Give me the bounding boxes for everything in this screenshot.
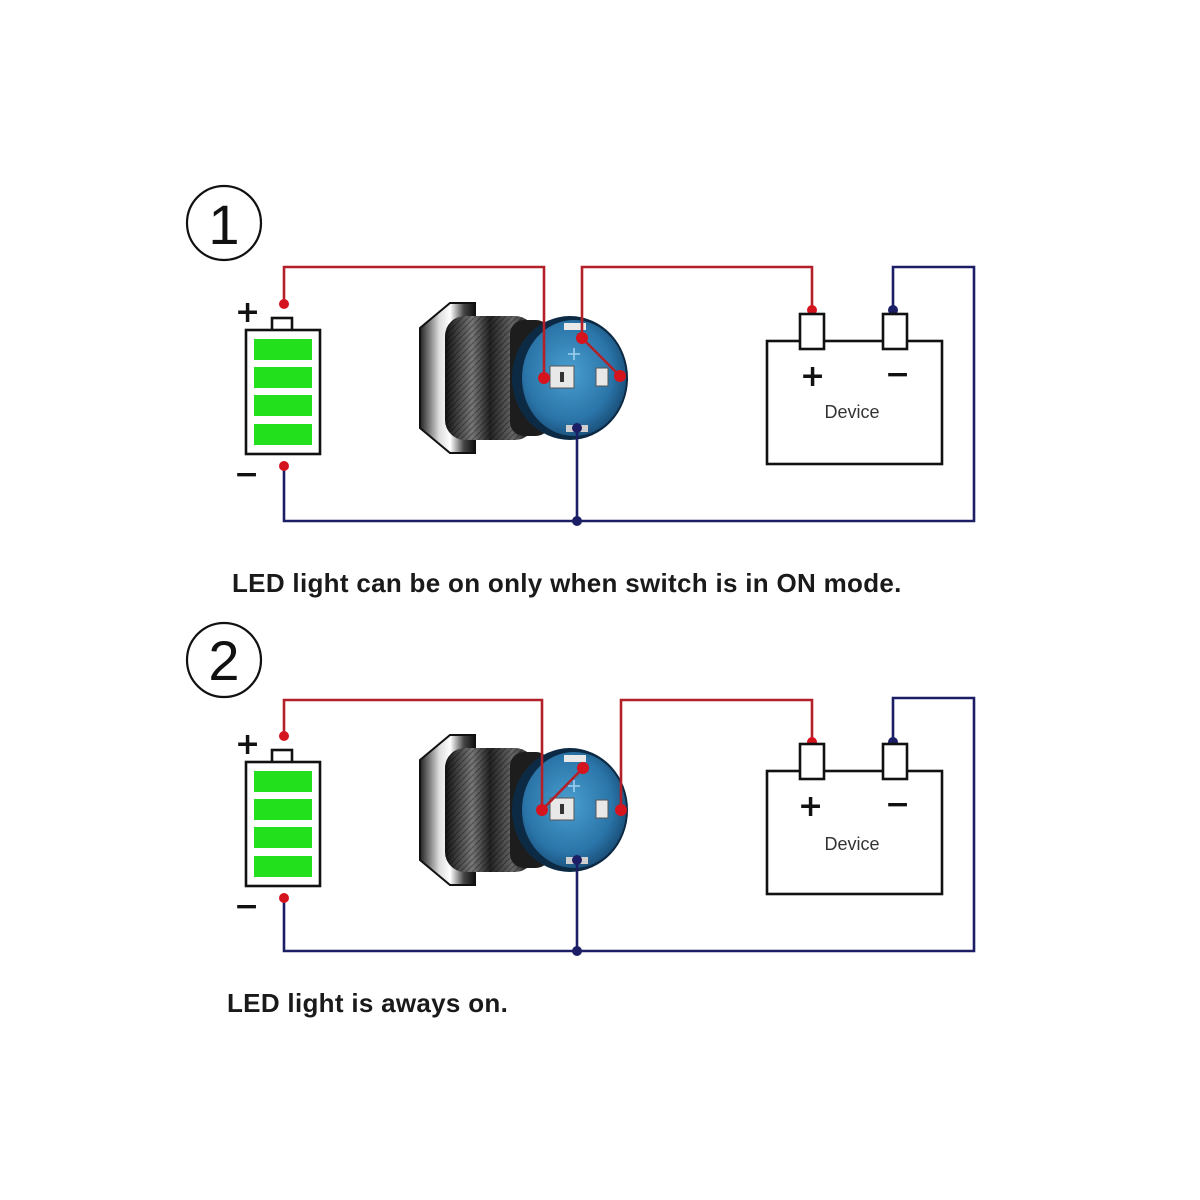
circuit-2-caption: LED light is aways on.	[227, 988, 509, 1018]
battery-cell	[254, 856, 312, 877]
battery-plus-label: +	[235, 727, 260, 762]
battery-cell	[254, 339, 312, 360]
battery-cell	[254, 395, 312, 416]
svg-text:1: 1	[208, 193, 239, 256]
battery-icon: + −	[234, 727, 322, 924]
device-minus-label: −	[885, 357, 910, 392]
svg-text:2: 2	[208, 629, 239, 692]
device-plus-label: +	[798, 789, 823, 824]
circuit-1-caption: LED light can be on only when switch is …	[232, 568, 902, 598]
battery-cell	[254, 799, 312, 820]
circuit-number-2: 2	[185, 621, 263, 699]
device-label: Device	[824, 834, 879, 854]
battery-cell	[254, 771, 312, 792]
battery-cell	[254, 827, 312, 848]
device-plus-label: +	[800, 359, 825, 394]
battery-minus-label: −	[234, 889, 259, 924]
device-box: + − Device	[765, 742, 944, 896]
led-switch-icon	[419, 302, 629, 454]
battery-minus-label: −	[234, 457, 259, 492]
circuit-number-1: 1	[185, 184, 263, 262]
led-switch-icon	[419, 734, 629, 886]
device-box: + − Device	[765, 312, 944, 466]
battery-plus-label: +	[235, 295, 260, 330]
battery-icon: + −	[234, 295, 322, 492]
circuit-2: 2 + −	[185, 621, 976, 956]
positive-wires	[279, 265, 817, 384]
device-label: Device	[824, 402, 879, 422]
circuit-1: 1 + −	[185, 184, 976, 526]
battery-cell	[254, 424, 312, 445]
device-minus-label: −	[885, 787, 910, 822]
negative-wires	[279, 265, 976, 526]
battery-cell	[254, 367, 312, 388]
positive-wires	[279, 698, 817, 816]
